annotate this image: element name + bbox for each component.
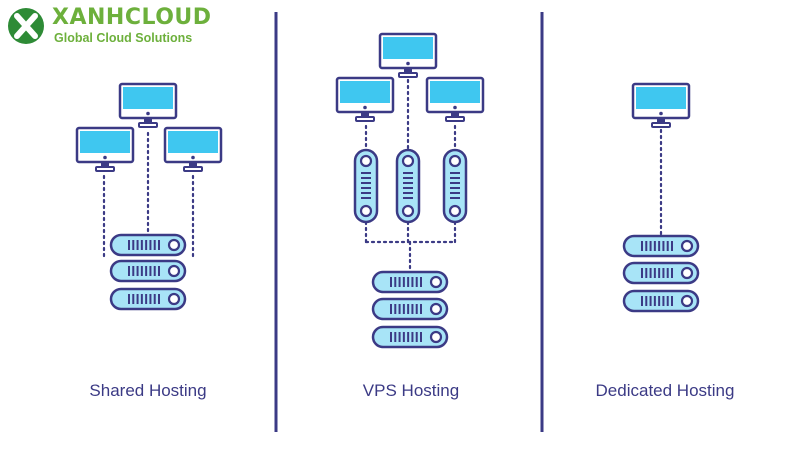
label-vps-hosting: VPS Hosting xyxy=(362,381,460,400)
computer-icon xyxy=(378,32,438,78)
computer-icon xyxy=(425,76,485,122)
server-unit xyxy=(371,270,449,294)
computer-icon xyxy=(631,82,691,128)
brand-logo: XANHCLOUD Global Cloud Solutions xyxy=(4,4,212,48)
server-unit xyxy=(371,325,449,349)
label-shared-hosting: Shared Hosting xyxy=(89,381,207,400)
vps-icon xyxy=(395,148,421,224)
server-unit xyxy=(109,287,187,311)
computer-icon xyxy=(118,82,178,128)
server-unit xyxy=(109,259,187,283)
server-unit xyxy=(109,233,187,257)
logo-x-icon xyxy=(5,5,47,47)
vps-icon xyxy=(353,148,379,224)
brand-name: XANHCLOUD xyxy=(52,5,212,30)
label-dedicated-hosting: Dedicated Hosting xyxy=(595,381,735,400)
brand-tagline: Global Cloud Solutions xyxy=(54,31,193,45)
server-unit xyxy=(622,234,700,258)
server-unit xyxy=(622,289,700,313)
vps-icon xyxy=(442,148,468,224)
computer-icon xyxy=(163,126,223,172)
computer-icon xyxy=(75,126,135,172)
server-unit xyxy=(371,297,449,321)
computer-icon xyxy=(335,76,395,122)
server-unit xyxy=(622,261,700,285)
